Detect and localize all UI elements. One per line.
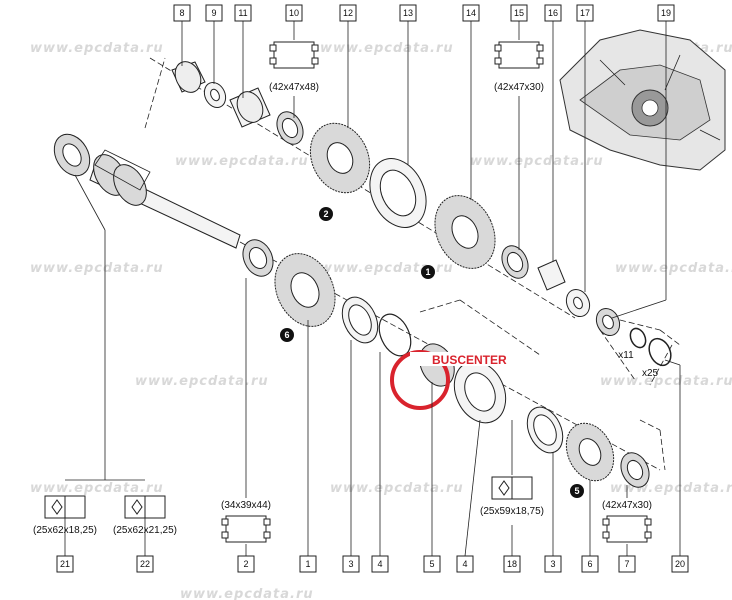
callout-10[interactable]: 10: [285, 4, 303, 22]
callout-21[interactable]: 21: [56, 555, 74, 573]
svg-text:13: 13: [403, 8, 413, 18]
callout-13[interactable]: 13: [399, 4, 417, 22]
callout-19[interactable]: 19: [657, 4, 675, 22]
callout-18[interactable]: 18: [503, 555, 521, 573]
watermark-text: www.epcdata.ru: [615, 261, 732, 276]
callout-14[interactable]: 14: [462, 4, 480, 22]
svg-text:5: 5: [574, 486, 579, 496]
bearing-spec-18: (25x59x18,75): [480, 476, 544, 517]
top-callouts: 8 9 11 10 12 13 14 15 16 17 19: [173, 4, 675, 22]
marker-2: 2: [319, 207, 333, 221]
svg-text:10: 10: [289, 8, 299, 18]
dimension-label: (42x47x30): [602, 500, 652, 511]
brand-logo-text: BUSCENTER: [432, 353, 507, 367]
watermark-text: www.epcdata.ru: [320, 261, 454, 276]
watermark-text: www.epcdata.ru: [30, 41, 164, 56]
svg-text:7: 7: [624, 559, 629, 569]
callout-11[interactable]: 11: [234, 4, 252, 22]
watermark-text: www.epcdata.ru: [175, 154, 309, 169]
ring-quantity-label: x11: [618, 350, 634, 361]
dimension-label: (25x59x18,75): [480, 506, 544, 517]
watermark-text: www.epcdata.ru: [180, 587, 314, 600]
svg-text:1: 1: [305, 559, 310, 569]
watermark-text: www.epcdata.ru: [30, 261, 164, 276]
marker-6: 6: [280, 328, 294, 342]
top-leader-lines: [181, 21, 667, 319]
bearing-spec-21: (25x62x18,25): [33, 495, 97, 536]
svg-text:16: 16: [548, 8, 558, 18]
marker-5: 5: [570, 484, 584, 498]
svg-text:1: 1: [425, 267, 430, 277]
callout-20[interactable]: 20: [671, 555, 689, 573]
watermark-text: www.epcdata.ru: [470, 154, 604, 169]
svg-text:18: 18: [507, 559, 517, 569]
svg-text:2: 2: [323, 209, 328, 219]
watermark-text: www.epcdata.ru: [30, 481, 164, 496]
callout-16[interactable]: 16: [544, 4, 562, 22]
callout-4[interactable]: 4: [371, 555, 389, 573]
svg-text:6: 6: [587, 559, 592, 569]
watermark-text: www.epcdata.ru: [600, 374, 732, 389]
bearing-spec-15: (42x47x30): [494, 41, 544, 93]
callout-5[interactable]: 5: [423, 555, 441, 573]
dimension-label: (25x62x18,25): [33, 525, 97, 536]
svg-text:4: 4: [462, 559, 467, 569]
svg-text:20: 20: [675, 559, 685, 569]
svg-text:8: 8: [179, 8, 184, 18]
callout-4b[interactable]: 4: [456, 555, 474, 573]
bearing-spec-22: (25x62x21,25): [113, 495, 177, 536]
callout-12[interactable]: 12: [339, 4, 357, 22]
svg-text:5: 5: [429, 559, 434, 569]
callout-22[interactable]: 22: [136, 555, 154, 573]
callout-3b[interactable]: 3: [544, 555, 562, 573]
svg-text:11: 11: [238, 8, 247, 18]
bearing-spec-2: (34x39x44): [221, 500, 271, 543]
upper-shaft-parts: [171, 61, 672, 367]
marker-1: 1: [421, 265, 435, 279]
dimension-label: (34x39x44): [221, 500, 271, 511]
shaft-end-bearing: [53, 133, 91, 177]
callout-2[interactable]: 2: [237, 555, 255, 573]
dimension-label: (42x47x30): [494, 82, 544, 93]
callout-9[interactable]: 9: [205, 4, 223, 22]
svg-text:12: 12: [343, 8, 353, 18]
bearing-spec-10: (42x47x48): [269, 41, 319, 93]
dimension-label: (42x47x48): [269, 82, 319, 93]
watermark-text: www.epcdata.ru: [320, 41, 454, 56]
watermark-text: www.epcdata.ru: [135, 374, 269, 389]
callout-17[interactable]: 17: [576, 4, 594, 22]
callout-1[interactable]: 1: [299, 555, 317, 573]
ring-quantity-label: x25: [642, 368, 659, 379]
transmission-housing-illustration: [559, 29, 726, 171]
svg-text:21: 21: [60, 559, 70, 569]
svg-text:14: 14: [466, 8, 476, 18]
bottom-leader-lines: [64, 174, 681, 557]
callout-15[interactable]: 15: [510, 4, 528, 22]
svg-text:17: 17: [580, 8, 590, 18]
svg-text:9: 9: [211, 8, 216, 18]
dimension-label: (25x62x21,25): [113, 525, 177, 536]
watermark-layer: www.epcdata.ru www.epcdata.ru www.epcdat…: [30, 41, 732, 600]
callout-8[interactable]: 8: [173, 4, 191, 22]
svg-text:15: 15: [514, 8, 524, 18]
svg-text:22: 22: [140, 559, 150, 569]
bearing-spec-7: (42x47x30): [602, 500, 652, 543]
callout-6[interactable]: 6: [581, 555, 599, 573]
callout-3[interactable]: 3: [342, 555, 360, 573]
svg-text:3: 3: [550, 559, 555, 569]
callout-7[interactable]: 7: [618, 555, 636, 573]
svg-text:6: 6: [284, 330, 289, 340]
input-shaft: [89, 149, 241, 249]
svg-text:2: 2: [243, 559, 248, 569]
buscenter-logo: BUSCENTER: [390, 350, 530, 410]
bottom-callouts: 21 22 2 1 3 4 5 4 18 3 6 7 20: [56, 555, 689, 573]
svg-text:4: 4: [377, 559, 382, 569]
watermark-text: www.epcdata.ru: [330, 481, 464, 496]
svg-text:19: 19: [661, 8, 671, 18]
svg-text:3: 3: [348, 559, 353, 569]
